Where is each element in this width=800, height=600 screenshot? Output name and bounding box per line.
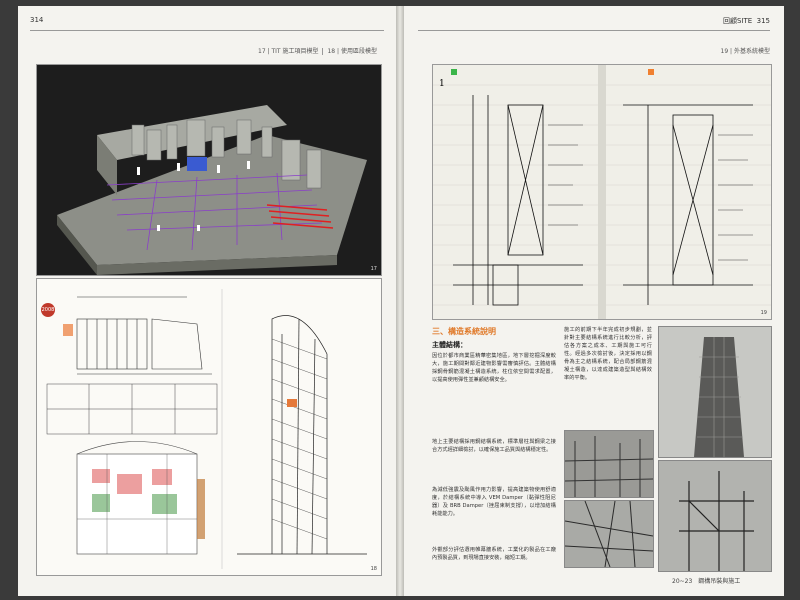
bim-model-illustration: [57, 105, 367, 275]
construction-photo-21: [658, 326, 772, 458]
book-gutter: [396, 6, 404, 596]
architectural-sketches: 2008: [36, 278, 382, 576]
right-header-rule: [418, 30, 770, 31]
paragraph-right-column: 施工的前期下半年完成初步規劃，並針對主要結構系統進行比較分析，評估各方案之成本、…: [564, 327, 652, 381]
construction-photo-20: [564, 430, 654, 498]
section-tab-17: 17 | TIT 施工項目模型: [258, 48, 319, 55]
sketch-year-badge: 2008: [41, 303, 55, 317]
section-title: 三、構造系統說明: [432, 327, 496, 336]
paragraph-2: 地上主要結構採用鋼結構系統，標準層柱與鋼梁之接合方式經詳細檢討，以確保施工品質與…: [432, 439, 556, 453]
notebook-drawings: [433, 65, 771, 319]
right-section-tab: 19 | 外基系統模型: [720, 48, 770, 55]
paragraph-4: 外觀部分評估選用帷幕牆系統，工業化的製品在工廠內預製品質，到現場直接安裝，縮短工…: [432, 547, 556, 561]
left-page-number: 314: [30, 16, 44, 24]
photo-caption-footer: 20~23 鋼構吊裝與施工: [672, 578, 741, 585]
right-page: 回顧SITE 315 19 | 外基系統模型 1: [404, 6, 784, 596]
sketch-drawings: [46, 289, 367, 569]
figure-17-number: 17: [370, 266, 377, 272]
bim-model-render: 17: [36, 64, 382, 276]
construction-photo-22: [564, 500, 654, 568]
subheading-main-structure: 主體結構：: [432, 341, 467, 349]
running-head: 回顧SITE: [722, 17, 753, 25]
paragraph-1: 因位於都市商業區精華密集地區，地下層挖掘深度較大，施工期間對鄰近建物影響需審慎評…: [432, 353, 556, 383]
notebook-page-number: 1: [439, 79, 445, 89]
section-tab-18: 18 | 使用區段模型: [322, 48, 377, 55]
right-page-number: 315: [756, 17, 770, 25]
figure-18-number: 18: [370, 566, 377, 572]
figure-19-number: 19: [760, 310, 767, 316]
structural-notebook-sketches: 1: [432, 64, 772, 320]
right-page-header: 回顧SITE 315: [723, 16, 770, 26]
left-header-rule: [30, 30, 384, 31]
construction-photo-23: [658, 460, 772, 572]
paragraph-3: 為減低強震及颱風作用力影響，提高建築物使用舒適度，於結構系統中導入 VEM Da…: [432, 487, 556, 517]
